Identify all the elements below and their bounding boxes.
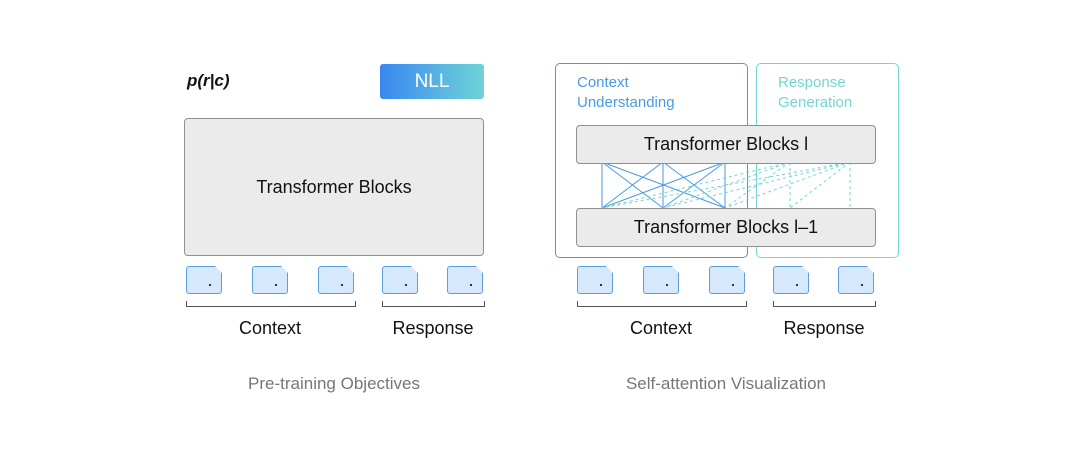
context-understanding-title: Context Understanding: [577, 74, 675, 111]
response-token: [447, 266, 483, 294]
context-token: [577, 266, 613, 294]
transformer-blocks-l-minus-1: Transformer Blocks l–1: [576, 208, 876, 247]
response-token: [838, 266, 874, 294]
response-bracket: [773, 301, 876, 307]
nll-badge: NLL: [380, 64, 484, 99]
context-label: Context: [238, 318, 302, 338]
probability-label: p(r|c): [187, 71, 230, 90]
context-label: Context: [629, 318, 693, 338]
transformer-blocks-l-label: Transformer Blocks l: [643, 134, 809, 154]
context-bracket: [577, 301, 747, 307]
response-label: Response: [783, 318, 865, 338]
context-bracket: [186, 301, 356, 307]
response-bracket: [382, 301, 485, 307]
response-label: Response: [392, 318, 474, 338]
response-token: [382, 266, 418, 294]
transformer-blocks-l-minus-1-label: Transformer Blocks l–1: [633, 217, 819, 237]
response-token: [773, 266, 809, 294]
transformer-blocks-l: Transformer Blocks l: [576, 125, 876, 164]
pretraining-caption: Pre-training Objectives: [248, 374, 420, 393]
self-attention-caption: Self-attention Visualization: [625, 374, 827, 393]
context-token: [709, 266, 745, 294]
transformer-blocks-label: Transformer Blocks: [256, 176, 412, 197]
transformer-blocks: Transformer Blocks: [184, 118, 484, 256]
context-token: [186, 266, 222, 294]
context-token: [252, 266, 288, 294]
response-generation-title: Response Generation: [778, 74, 853, 111]
context-token: [318, 266, 354, 294]
context-token: [643, 266, 679, 294]
